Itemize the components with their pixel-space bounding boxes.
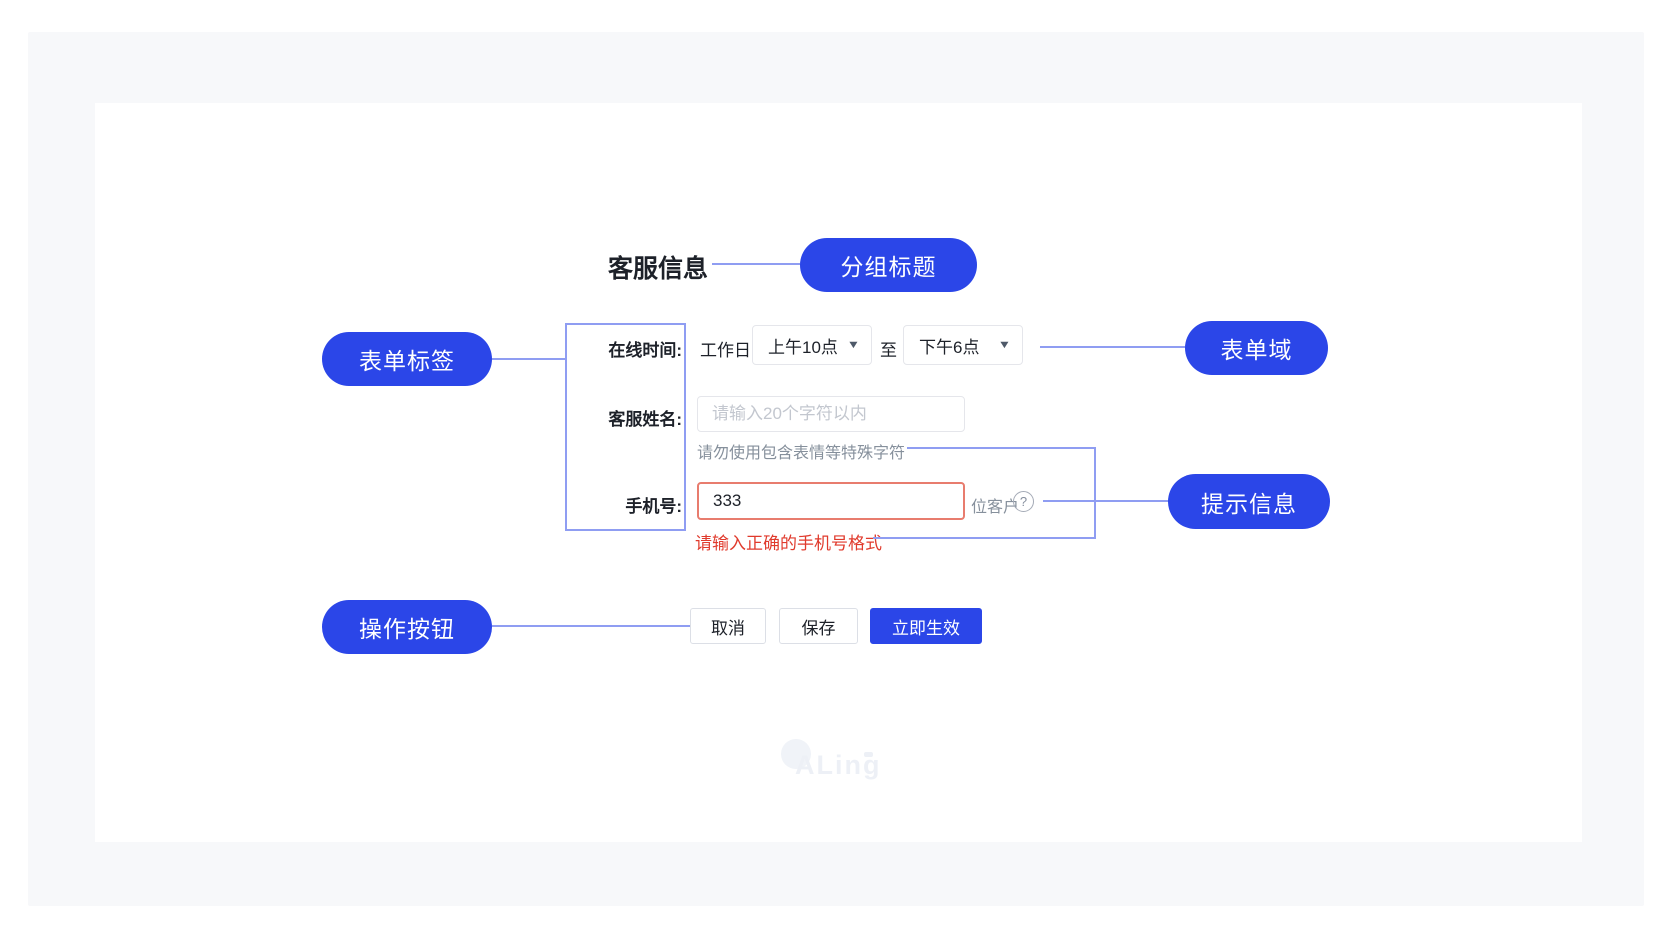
- connector-hint-bracket: [1094, 447, 1096, 539]
- service-name-input[interactable]: [697, 396, 965, 432]
- phone-suffix: 位客户: [971, 499, 1020, 516]
- watermark-trademark-icon: [864, 752, 873, 757]
- connector-help-line: [907, 447, 1095, 449]
- phone-label: 手机号:: [625, 497, 682, 516]
- start-time-value: 上午10点: [768, 337, 838, 357]
- callout-form-field: 表单域: [1185, 321, 1328, 375]
- form-group-title: 客服信息: [608, 255, 709, 283]
- service-name-help: 请勿使用包含表情等特殊字符: [697, 445, 906, 462]
- connector-form-field: [1040, 346, 1185, 348]
- end-time-value: 下午6点: [919, 337, 980, 357]
- online-time-label: 在线时间:: [608, 341, 682, 360]
- phone-input[interactable]: [697, 482, 965, 520]
- callout-hint: 提示信息: [1168, 474, 1330, 529]
- time-separator: 至: [880, 341, 897, 360]
- form-label-highlight-box: [565, 323, 686, 531]
- end-time-select[interactable]: 下午6点 ▼: [903, 325, 1023, 365]
- start-time-select[interactable]: 上午10点 ▼: [752, 325, 872, 365]
- callout-form-label: 表单标签: [322, 332, 492, 386]
- callout-action-buttons: 操作按钮: [322, 600, 492, 654]
- online-time-prefix: 工作日: [700, 341, 751, 360]
- apply-now-button[interactable]: 立即生效: [870, 608, 982, 644]
- service-name-label: 客服姓名:: [608, 410, 682, 429]
- cancel-button[interactable]: 取消: [690, 608, 766, 644]
- chevron-down-icon: ▼: [846, 339, 861, 351]
- connector-action-buttons: [492, 625, 690, 627]
- save-button[interactable]: 保存: [779, 608, 858, 644]
- watermark-logo-icon: [781, 739, 811, 769]
- phone-error-message: 请输入正确的手机号格式: [695, 534, 882, 553]
- connector-group-title: [712, 263, 800, 265]
- callout-group-title: 分组标题: [800, 238, 977, 292]
- connector-form-label: [492, 358, 565, 360]
- question-circle-icon[interactable]: ?: [1013, 491, 1034, 512]
- connector-hint-middle: [1043, 500, 1185, 502]
- form-card: [95, 103, 1582, 842]
- connector-error-line: [873, 537, 1095, 539]
- chevron-down-icon: ▼: [997, 339, 1012, 351]
